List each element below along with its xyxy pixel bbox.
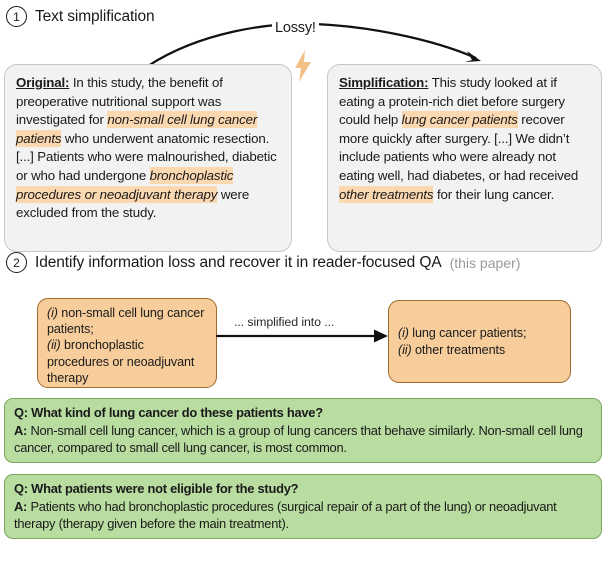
step-2-number-badge: 2 bbox=[6, 252, 27, 273]
qa-card-1: Q: What kind of lung cancer do these pat… bbox=[4, 398, 602, 463]
simplified-item-1-marker: (i) bbox=[398, 326, 409, 341]
qa-2-q-prefix: Q: bbox=[14, 481, 28, 496]
simplified-output-box: (i) lung cancer patients; (ii) other tre… bbox=[388, 300, 571, 383]
information-loss-box: (i) non-small cell lung cancer patients;… bbox=[37, 298, 217, 388]
simplification-text-card: Simplification: This study looked at if … bbox=[327, 64, 602, 252]
simplification-highlight-1: lung cancer patients bbox=[401, 111, 518, 129]
loss-item-1-marker: (i) bbox=[47, 306, 58, 320]
qa-1-question: What kind of lung cancer do these patien… bbox=[27, 405, 323, 420]
loss-item-2-text: bronchoplastic procedures or neoadjuvant… bbox=[47, 338, 195, 385]
simplified-item-2: (ii) other treatments bbox=[398, 342, 561, 358]
qa-1-answer: Non-small cell lung cancer, which is a g… bbox=[14, 422, 583, 456]
loss-item-1-text: non-small cell lung cancer patients; bbox=[47, 306, 205, 337]
original-label: Original: bbox=[16, 75, 70, 90]
simplification-label: Simplification: bbox=[339, 75, 429, 90]
simplified-item-1: (i) lung cancer patients; bbox=[398, 325, 561, 341]
loss-item-2-marker: (ii) bbox=[47, 338, 61, 353]
qa-2-a-prefix: A: bbox=[14, 498, 28, 514]
qa-1-a-prefix: A: bbox=[14, 422, 28, 438]
simplified-into-label: ... simplified into ... bbox=[234, 315, 335, 329]
step-1-number-badge: 1 bbox=[6, 6, 27, 27]
simplified-item-1-text: lung cancer patients; bbox=[408, 326, 527, 341]
qa-2-question-line: Q: What patients were not eligible for t… bbox=[14, 480, 593, 498]
qa-2-answer-line: A: Patients who had bronchoplastic proce… bbox=[14, 498, 593, 533]
qa-1-answer-line: A: Non-small cell lung cancer, which is … bbox=[14, 422, 593, 457]
step-2-header: 2 Identify information loss and recover … bbox=[6, 252, 520, 273]
simplification-highlight-2: other treatments bbox=[339, 185, 434, 203]
lossy-label: Lossy! bbox=[272, 20, 319, 36]
lightning-bolt-icon bbox=[295, 50, 311, 82]
qa-1-q-prefix: Q: bbox=[14, 405, 28, 420]
original-text-card: Original: In this study, the benefit of … bbox=[4, 64, 292, 252]
simplified-into-arrow-icon bbox=[216, 329, 388, 343]
simplification-text-part-1: This study looked at if eating a protein… bbox=[339, 75, 565, 128]
step-1-title: Text simplification bbox=[35, 7, 155, 25]
qa-2-answer: Patients who had bronchoplastic procedur… bbox=[14, 498, 557, 532]
step-2-note: (this paper) bbox=[449, 254, 521, 271]
step-1-header: 1 Text simplification bbox=[6, 6, 155, 27]
simplification-text-part-3: for their lung cancer. bbox=[433, 186, 555, 202]
original-text-part-1: In this study, the benefit of preoperati… bbox=[16, 75, 223, 128]
simplified-item-2-text: other treatments bbox=[411, 342, 506, 357]
original-text-part-3: were excluded from the study. bbox=[16, 186, 250, 221]
simplification-text-part-2: recover more quickly after surgery. [...… bbox=[339, 112, 579, 183]
original-text-part-2: who underwent anatomic resection. [...] … bbox=[16, 130, 277, 183]
step-2-title: Identify information loss and recover it… bbox=[35, 253, 442, 271]
qa-1-question-line: Q: What kind of lung cancer do these pat… bbox=[14, 404, 593, 422]
simplified-item-2-marker: (ii) bbox=[398, 342, 412, 357]
qa-2-question: What patients were not eligible for the … bbox=[27, 481, 299, 496]
original-highlight-2: bronchoplastic procedures or neoadjuvant… bbox=[16, 166, 234, 203]
qa-card-2: Q: What patients were not eligible for t… bbox=[4, 474, 602, 539]
